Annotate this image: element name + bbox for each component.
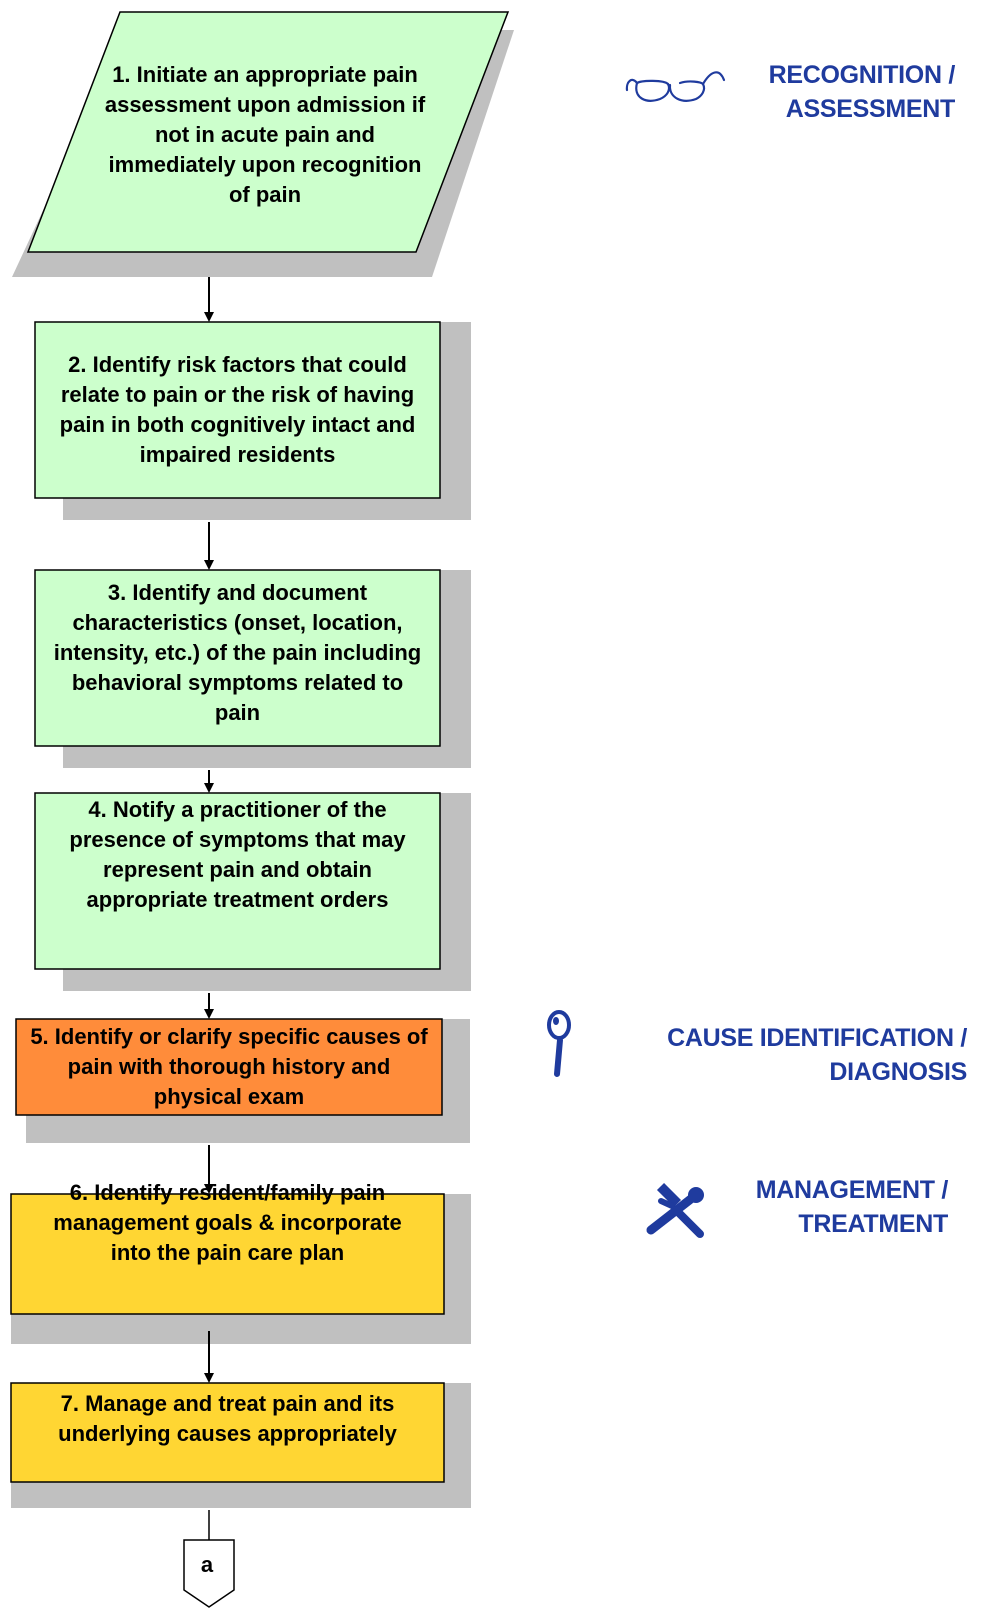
phase-recognition-label: RECOGNITION / ASSESSMENT: [700, 58, 956, 126]
step-2-text: 2. Identify risk factors that could rela…: [59, 352, 416, 467]
offpage-connector: [183, 1539, 235, 1608]
step-7-text: 7. Manage and treat pain and its underly…: [58, 1391, 397, 1446]
phase-diagnosis-line1: CAUSE IDENTIFICATION /: [667, 1024, 967, 1052]
magnifier-icon: [547, 1010, 571, 1077]
step-4-box: [34, 792, 441, 970]
step-5-box: [15, 1018, 443, 1116]
phase-treatment-line1: MANAGEMENT /: [755, 1176, 949, 1204]
step-4-text: 4. Notify a practitioner of the presence…: [69, 797, 406, 912]
step-2-box: [34, 321, 441, 499]
step-6-text: 6. Identify resident/family pain managem…: [53, 1180, 402, 1265]
phase-treatment-label: MANAGEMENT / TREATMENT: [690, 1173, 949, 1241]
tools-icon: [646, 1182, 704, 1238]
offpage-connector-label: a: [200, 1552, 214, 1577]
phase-recognition-line1: RECOGNITION /: [768, 61, 956, 89]
phase-recognition-line2: ASSESSMENT: [785, 95, 956, 123]
step-1-box: [26, 11, 510, 253]
phase-treatment-line2: TREATMENT: [798, 1210, 948, 1238]
step-3-box: [34, 569, 441, 747]
step-3-text: 3. Identify and document characteristics…: [53, 580, 422, 725]
step-7-box: [10, 1382, 445, 1483]
glasses-icon: [625, 71, 726, 102]
phase-diagnosis-line2: DIAGNOSIS: [829, 1058, 967, 1086]
step-5-text: 5. Identify or clarify specific causes o…: [30, 1024, 428, 1109]
phase-diagnosis-label: CAUSE IDENTIFICATION / DIAGNOSIS: [590, 1021, 967, 1089]
step-6-box: [10, 1193, 445, 1315]
step-1-text: 1. Initiate an appropriate pain assessme…: [104, 62, 426, 207]
